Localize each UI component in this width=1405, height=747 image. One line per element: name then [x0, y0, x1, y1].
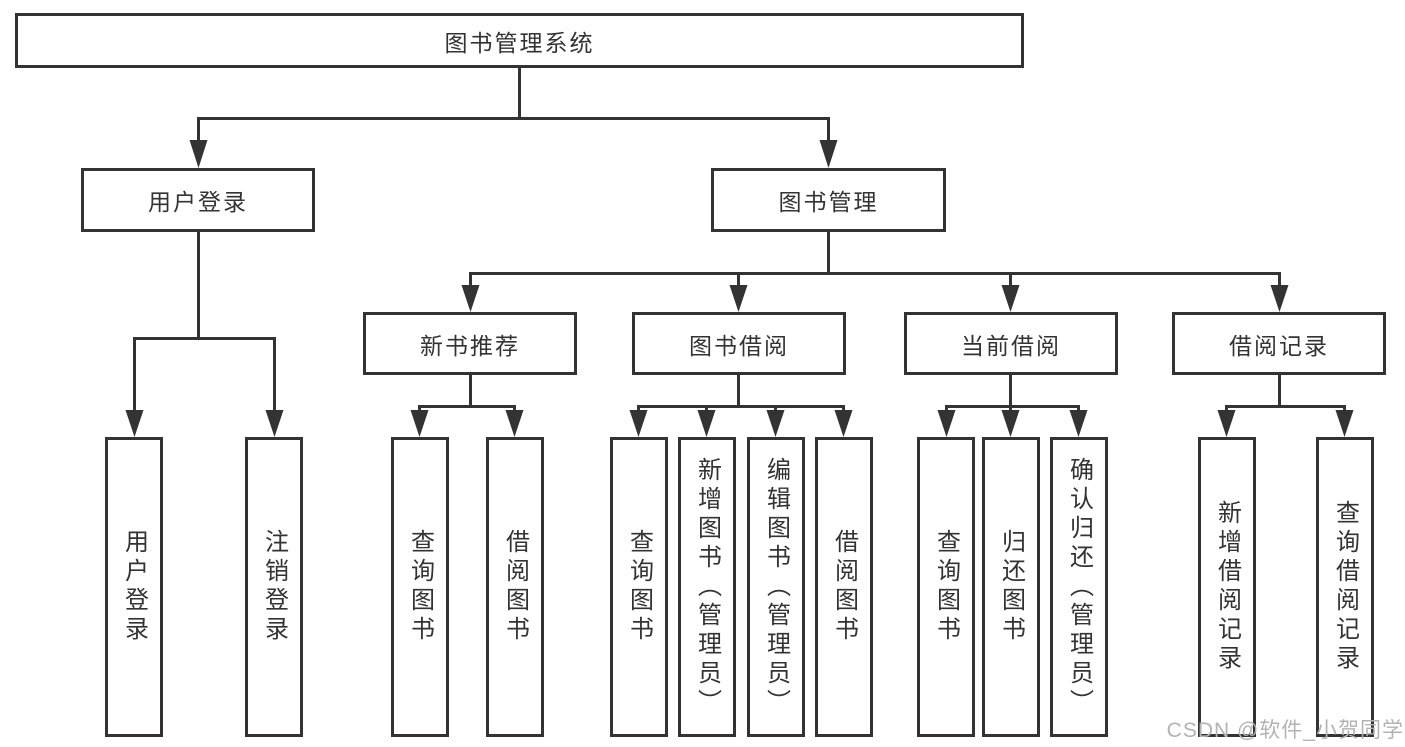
leaf-logout: 注销登录: [245, 437, 303, 737]
edge-root-bar: [197, 117, 830, 146]
leaf-query-borrow-record: 查询借阅记录: [1316, 437, 1374, 737]
leaf-add-book-admin: 新增图书（管理员）: [678, 437, 736, 737]
node-user-login: 用户登录: [81, 168, 315, 232]
arrowhead: [1335, 410, 1354, 437]
leaf-borrow-books-1: 借阅图书: [486, 437, 544, 737]
leaf-borrow-books-2: 借阅图书: [815, 437, 873, 737]
edge-new-book-bar: [418, 405, 516, 416]
leaf-add-borrow-record: 新增借阅记录: [1198, 437, 1256, 737]
arrowhead: [937, 410, 956, 437]
node-book-borrowing: 图书借阅: [632, 312, 846, 375]
arrowhead: [505, 410, 524, 437]
leaf-query-books-3: 查询图书: [917, 437, 975, 737]
arrowhead: [1270, 285, 1289, 312]
edge-borrowing-bar: [637, 405, 845, 416]
connector-arrowheads: [125, 140, 1354, 437]
arrowhead: [410, 410, 429, 437]
arrowhead: [819, 140, 838, 168]
leaf-edit-book-admin: 编辑图书（管理员）: [747, 437, 805, 737]
edge-book-mgmt-bar: [469, 272, 1281, 290]
arrowhead: [125, 410, 144, 437]
leaf-confirm-return-admin: 确认归还（管理员）: [1050, 437, 1108, 737]
leaf-return-book: 归还图书: [982, 437, 1040, 737]
arrowhead: [766, 410, 785, 437]
arrowhead: [1069, 410, 1088, 437]
arrowhead: [1217, 410, 1236, 437]
node-borrowing-records: 借阅记录: [1172, 312, 1386, 375]
arrowhead: [729, 285, 748, 312]
leaf-query-books-1: 查询图书: [391, 437, 449, 737]
node-current-borrowing: 当前借阅: [904, 312, 1118, 375]
node-new-book-recommendation: 新书推荐: [363, 312, 577, 375]
arrowhead: [697, 410, 716, 437]
watermark-text: CSDN @软件_小贺同学: [1166, 719, 1404, 742]
arrowhead: [834, 410, 853, 437]
arrowhead: [265, 410, 284, 437]
leaf-query-books-2: 查询图书: [610, 437, 668, 737]
leaf-user-login: 用户登录: [105, 437, 163, 737]
arrowhead: [1001, 285, 1020, 312]
edge-records-bar: [1225, 405, 1346, 416]
node-root: 图书管理系统: [15, 13, 1024, 68]
arrowhead: [1001, 410, 1020, 437]
edge-user-login-bar: [133, 337, 276, 416]
node-book-management: 图书管理: [711, 168, 946, 232]
arrowhead: [629, 410, 648, 437]
arrowhead: [189, 140, 208, 168]
arrowhead: [461, 285, 480, 312]
